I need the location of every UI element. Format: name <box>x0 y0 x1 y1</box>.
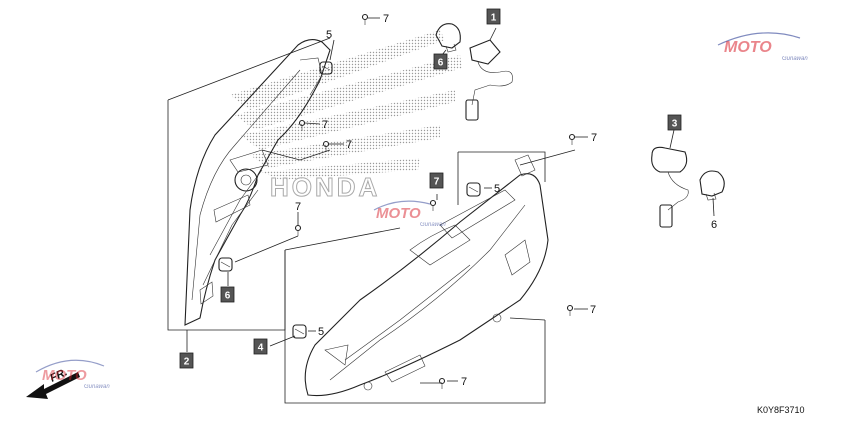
grommet-left-lower <box>218 257 233 272</box>
callout-5-top[interactable]: 5 <box>326 29 332 41</box>
part-box-1[interactable]: 1 <box>486 8 501 25</box>
svg-text:6: 6 <box>438 58 444 69</box>
screw-6 <box>568 133 576 145</box>
diagram-code: K0Y8F3710 <box>757 405 805 415</box>
screw-7 <box>566 304 574 316</box>
watermark-bottom-left: MOTO Gunawan <box>35 359 110 390</box>
callout-7-top[interactable]: 7 <box>383 13 389 25</box>
svg-text:Gunawan: Gunawan <box>84 384 110 390</box>
svg-text:Gunawan: Gunawan <box>420 222 446 228</box>
front-arrow-icon: FR. <box>26 366 80 399</box>
callout-7-right-upper[interactable]: 7 <box>591 132 597 144</box>
svg-text:6: 6 <box>225 291 231 302</box>
callout-7-right-lower[interactable]: 7 <box>590 304 596 316</box>
part-box-4[interactable]: 4 <box>253 338 268 355</box>
right-group-outline <box>284 151 546 404</box>
screw-2 <box>298 119 306 131</box>
left-socket-assembly <box>435 23 513 121</box>
svg-text:1: 1 <box>491 13 497 24</box>
watermark-center: MOTO Gunawan <box>373 200 446 228</box>
grommet-right-lower <box>292 324 307 339</box>
part-box-6-bulb[interactable]: 6 <box>433 53 448 70</box>
grommet-upper-left <box>319 61 333 75</box>
callout-7-left[interactable]: 7 <box>295 201 301 213</box>
right-socket-assembly <box>651 146 725 228</box>
callout-5-right-lower[interactable]: 5 <box>318 326 324 338</box>
callout-7-mid-a[interactable]: 7 <box>322 119 328 131</box>
part-box-7[interactable]: 7 <box>429 172 444 189</box>
svg-text:MOTO: MOTO <box>42 367 87 384</box>
screw-4 <box>294 224 302 236</box>
svg-text:MOTO: MOTO <box>724 39 772 56</box>
screw-1 <box>361 13 369 25</box>
svg-text:3: 3 <box>672 119 678 130</box>
screw-5 <box>429 199 437 211</box>
svg-text:4: 4 <box>258 343 264 354</box>
callout-7-mid-b[interactable]: 7 <box>346 139 352 151</box>
svg-text:7: 7 <box>434 177 440 188</box>
callout-6-right-bulb[interactable]: 6 <box>711 219 717 231</box>
screw-8 <box>438 377 446 389</box>
callout-7-bottom[interactable]: 7 <box>461 376 467 388</box>
part-box-6-grommet[interactable]: 6 <box>220 286 235 303</box>
honda-wing-logo: HONDA <box>230 30 462 203</box>
svg-text:2: 2 <box>184 357 190 368</box>
svg-text:Gunawan: Gunawan <box>782 56 808 62</box>
svg-text:MOTO: MOTO <box>376 205 421 222</box>
grommet-right-upper <box>466 182 481 197</box>
part-box-3[interactable]: 3 <box>667 114 682 131</box>
leader-lines <box>186 17 715 384</box>
left-side-cover <box>184 39 331 326</box>
callout-5-right-upper[interactable]: 5 <box>494 183 500 195</box>
right-side-cover <box>304 154 549 397</box>
honda-brand-text: HONDA <box>270 172 380 202</box>
part-box-2[interactable]: 2 <box>179 352 194 369</box>
watermark-top-right: MOTO Gunawan <box>717 32 808 62</box>
